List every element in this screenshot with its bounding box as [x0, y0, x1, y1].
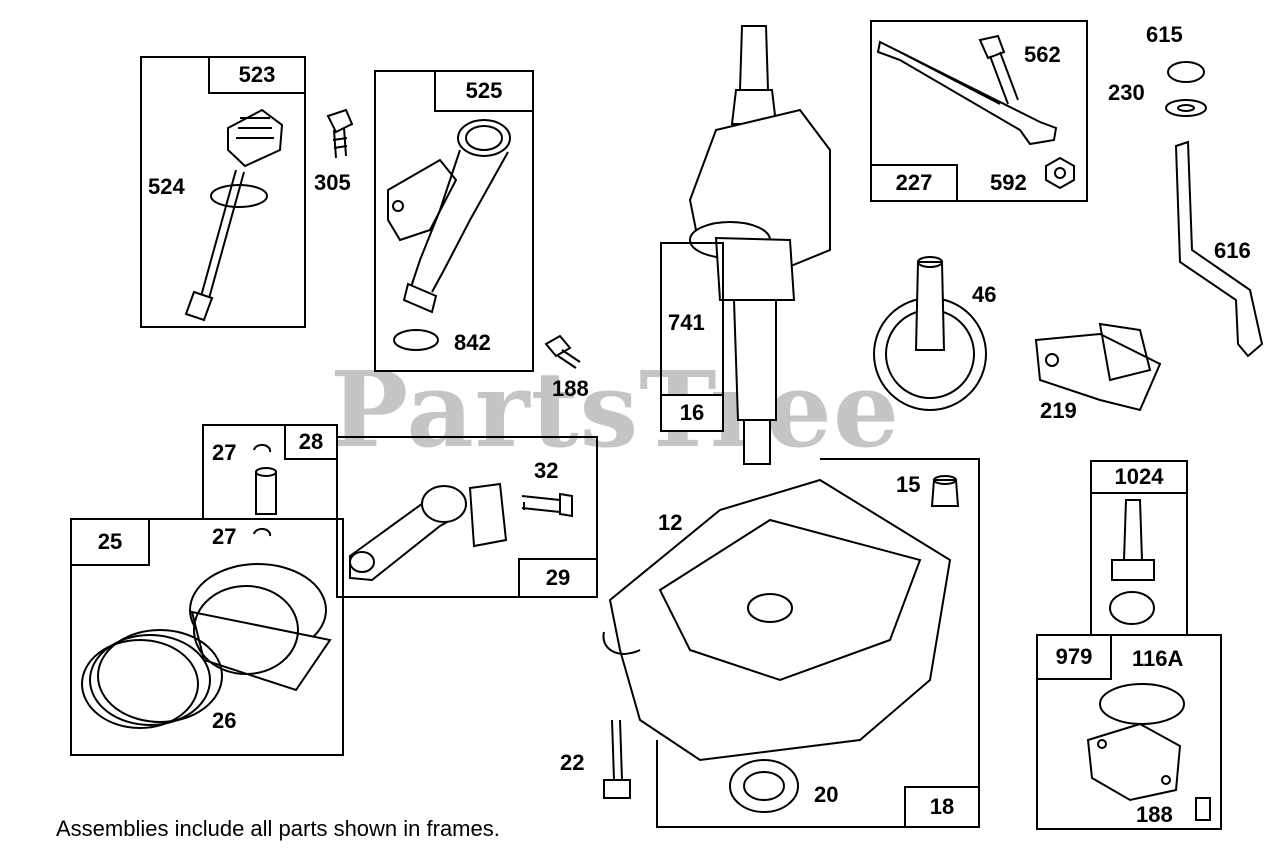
governor-shaft-drawing	[1165, 61, 1264, 358]
part-label-305: 305	[314, 170, 351, 195]
bolt-22-drawing	[603, 719, 631, 799]
frame-tag-523: 523	[208, 56, 306, 94]
frame-227	[870, 20, 1088, 202]
part-label-592: 592	[990, 170, 1027, 195]
part-label-230: 230	[1108, 80, 1145, 105]
part-label-26: 26	[212, 708, 237, 733]
frame-18-top	[820, 458, 980, 460]
part-label-188-bottom: 188	[1136, 802, 1173, 827]
part-label-842: 842	[454, 330, 491, 355]
governor-assembly-drawing	[1034, 322, 1162, 412]
frame-29	[336, 436, 598, 598]
piston-rings-drawing	[81, 629, 223, 729]
oil-pump-cover-drawing	[1086, 683, 1211, 821]
part-label-22: 22	[560, 750, 585, 775]
frame-tag-1024: 1024	[1090, 460, 1188, 494]
frame-18	[656, 458, 980, 828]
part-label-27-top: 27	[212, 440, 237, 465]
plug-drawing	[930, 475, 960, 507]
part-label-188-top: 188	[552, 376, 589, 401]
bolt-305-drawing	[326, 108, 354, 159]
piston-drawing	[189, 563, 332, 692]
connecting-rod-drawing	[349, 482, 573, 582]
governor-lever-drawing	[876, 34, 1075, 190]
frame-979	[1036, 634, 1222, 830]
frame-tag-18: 18	[904, 786, 980, 828]
part-label-27-bottom: 27	[212, 524, 237, 549]
part-label-116a: 116A	[1132, 646, 1184, 671]
part-label-219: 219	[1040, 398, 1077, 423]
part-label-46: 46	[972, 282, 997, 307]
part-label-616: 616	[1214, 238, 1251, 263]
frame-tag-16: 16	[660, 394, 724, 432]
part-label-741: 741	[668, 310, 705, 335]
piston-pin-drawing	[253, 443, 277, 537]
part-label-20: 20	[814, 782, 839, 807]
seal-drawing	[729, 759, 799, 813]
part-label-562: 562	[1024, 42, 1061, 67]
assemblies-note: Assemblies include all parts shown in fr…	[56, 816, 500, 841]
frame-18-left	[656, 740, 658, 828]
crankshaft-drawing	[688, 25, 831, 465]
frame-tag-227: 227	[870, 164, 958, 202]
frame-25	[70, 518, 344, 756]
watermark: PartsTree	[330, 348, 901, 471]
frame-tag-525: 525	[434, 70, 534, 112]
part-label-524: 524	[148, 174, 185, 199]
oil-fill-tube-drawing	[387, 119, 511, 351]
oil-pump-drawing	[1109, 499, 1155, 625]
frame-525	[374, 70, 534, 372]
frame-tag-25: 25	[70, 518, 150, 566]
part-label-12: 12	[658, 510, 683, 535]
part-label-615: 615	[1146, 22, 1183, 47]
part-label-15: 15	[896, 472, 921, 497]
dipstick-drawing	[184, 108, 284, 322]
camshaft-drawing	[873, 256, 987, 411]
frame-tag-979: 979	[1036, 634, 1112, 680]
crankcase-drawing	[602, 478, 952, 762]
part-label-32: 32	[534, 458, 559, 483]
frame-tag-28: 28	[284, 424, 338, 460]
frame-tag-29: 29	[518, 558, 598, 598]
bolt-188-drawing	[544, 334, 581, 369]
